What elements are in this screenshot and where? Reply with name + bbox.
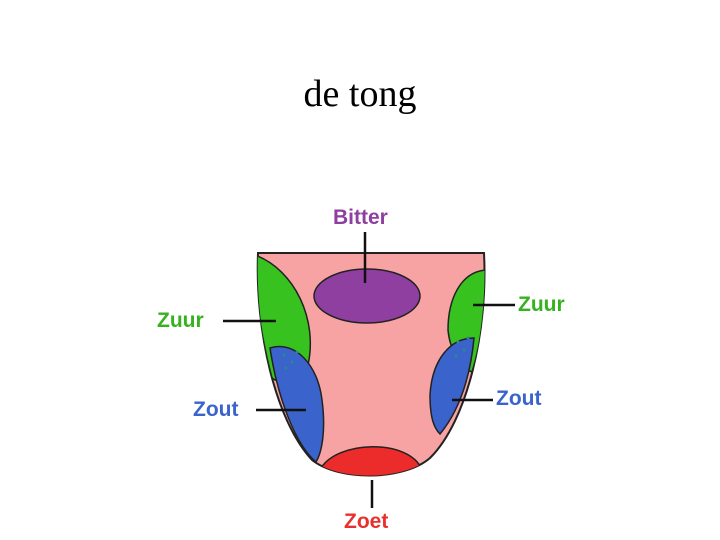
bitter-label: Bitter bbox=[333, 206, 388, 229]
pointer-lines bbox=[223, 232, 515, 508]
zuur-label-left: Zuur bbox=[157, 309, 204, 332]
zuur-label-right: Zuur bbox=[518, 293, 565, 316]
zout-region-right bbox=[429, 337, 475, 436]
zout-label-right: Zout bbox=[496, 387, 541, 410]
zout-label-left: Zout bbox=[193, 398, 238, 421]
slide-title: de tong bbox=[303, 73, 417, 115]
zoet-label: Zoet bbox=[344, 510, 388, 533]
bitter-region bbox=[313, 268, 421, 324]
overlap-dots bbox=[282, 336, 470, 370]
